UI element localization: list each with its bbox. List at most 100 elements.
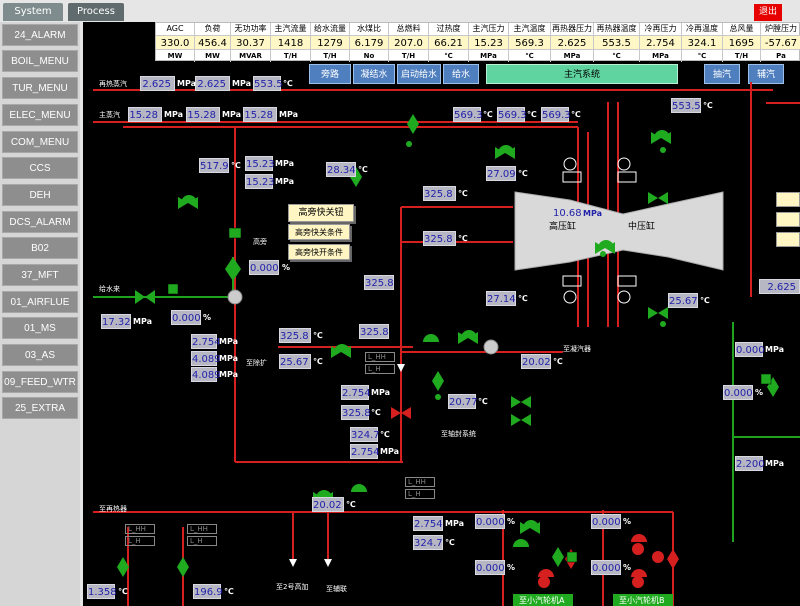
right-edge-button-2[interactable] [776,212,800,227]
stat-value: 330.0 [156,35,194,50]
reheat-pressure-1: 2.625 [140,76,175,91]
limit-hh-indicator: L_HH [125,524,155,534]
unit-c: ℃ [380,430,390,439]
stat-value: 30.37 [231,35,270,50]
nav-aux-steam[interactable]: 辅汽 [748,64,784,84]
sidebar-item-dcs-alarm[interactable]: DCS_ALARM [2,211,78,233]
label-reheat-steam: 再热蒸汽 [99,80,127,88]
bypass-pressure-2: 15.23 [245,174,275,189]
small-turbine-temp: 324.7 [413,535,443,550]
mid-temp-3: 325.8 [279,328,311,343]
stat-unit: T/H [283,52,298,60]
exit-button[interactable]: 退出 [754,4,782,21]
stat-name: 给水流量 [314,24,346,33]
temp-325-c: 325.8 [364,275,394,290]
right-edge-button-1[interactable] [776,192,800,207]
bypass-valve-percent: 0.000 [249,260,279,275]
stat-name: 冷再压力 [644,24,677,33]
nav-condensate[interactable]: 凝结水 [353,64,395,84]
nav-feedwater[interactable]: 给水 [443,64,479,84]
unit-c: ℃ [458,234,468,243]
sidebar-item-24-alarm[interactable]: 24_ALARM [2,24,78,46]
stat-name: 再热器温度 [596,24,637,33]
stat-name: 主汽流量 [274,24,307,33]
tab-process[interactable]: Process [68,3,124,21]
right-pressure-3: 2.200 [735,456,765,471]
main-steam-pressure-1: 15.28 [128,107,162,122]
reheater-temp: 20.02 [312,497,344,512]
sidebar-item-b02[interactable]: B02 [2,237,78,259]
small-turbine-b-1: 0.000 [591,514,621,529]
label-to-no2-heater: 至2号高加 [276,583,309,591]
sidebar-item-01-airflue[interactable]: 01_AIRFLUE [2,291,78,313]
sidebar-item-tur-menu[interactable]: TUR_MENU [2,77,78,99]
bypass-pressure-1: 15.23 [245,156,275,171]
unit-mpa: MPa [371,388,391,397]
unit-mpa: MPa [275,177,295,186]
temp-325-b: 325.8 [423,231,456,246]
stat-name: 再热器压力 [552,24,592,33]
label-to-reheater: 至再热器 [99,505,127,513]
stat-unit: No [363,52,375,60]
unit-pct: % [203,313,212,322]
unit-mpa: MPa [164,110,184,119]
limit-hh-indicator: L_HH [187,524,217,534]
temp-325-a: 325.8 [423,186,456,201]
hp-bypass-quick-close-condition-button[interactable]: 高旁快关条件 [288,224,350,240]
mid-temp-1: 4.089 [191,351,221,366]
main-steam-temp-1: 569.3 [453,107,483,122]
right-edge-button-3[interactable] [776,232,800,247]
temp-28: 28.34 [326,162,356,177]
label-hp-cylinder: 高压缸 [549,222,577,232]
stat-value: 66.21 [429,35,468,50]
unit-mpa: MPa [275,159,295,168]
stat-unit: T/H [323,52,337,60]
stat-value: -57.67 [761,35,800,50]
small-turbine-pressure: 2.754 [413,516,443,531]
unit-mpa: MPa [219,354,239,363]
limit-h-indicator: L_H [187,536,217,546]
stat-name: 冷再温度 [686,24,718,33]
label-to-deaerator: 至除扩 [246,359,267,367]
right-pressure-1: 0.000 [735,342,765,357]
sidebar-item-25-extra[interactable]: 25_EXTRA [2,397,78,419]
unit-mpa: MPa [219,337,239,346]
unit-c: ℃ [231,161,241,170]
sidebar-item-37-mft[interactable]: 37_MFT [2,264,78,286]
sidebar-item-deh[interactable]: DEH [2,184,78,206]
sidebar-item-com-menu[interactable]: COM_MENU [2,131,78,153]
limit-hh-indicator: L_HH [365,352,395,362]
sidebar-item-boil-menu[interactable]: BOIL_MENU [2,50,78,72]
unit-pct: % [755,388,764,397]
nav-bypass[interactable]: 旁路 [309,64,351,84]
stat-unit: MPa [563,52,581,60]
sidebar-item-elec-menu[interactable]: ELEC_MENU [2,104,78,126]
hp-bypass-quick-close-button[interactable]: 高旁快关钮 [288,204,354,222]
sidebar-item-03-as[interactable]: 03_AS [2,344,78,366]
tab-system[interactable]: System [3,3,63,21]
nav-startup-feedwater[interactable]: 启动给水 [397,64,441,84]
nav-main-steam[interactable]: 主汽系统 [486,64,678,84]
label-to-condenser: 至凝汽器 [563,345,591,353]
stat-value: 15.23 [469,35,508,50]
small-turbine-b-2: 0.000 [591,560,621,575]
temp-27a: 27.09 [486,166,516,181]
unit-c: ℃ [346,500,356,509]
label-ip-cylinder: 中压缸 [628,222,656,232]
unit-pct: % [282,263,291,272]
limit-h-indicator: L_H [365,364,395,374]
stat-value: 324.1 [682,35,722,50]
hp-bypass-quick-open-condition-button[interactable]: 高旁快开条件 [288,244,350,260]
stat-value: 1279 [311,35,349,50]
sidebar-item-09-feed-wtr[interactable]: 09_FEED_WTR [2,371,78,393]
sidebar-item-ccs[interactable]: CCS [2,157,78,179]
sidebar-item-01-ms[interactable]: 01_MS [2,317,78,339]
stat-unit: T/H [734,52,749,60]
nav-extraction[interactable]: 抽汽 [704,64,740,84]
